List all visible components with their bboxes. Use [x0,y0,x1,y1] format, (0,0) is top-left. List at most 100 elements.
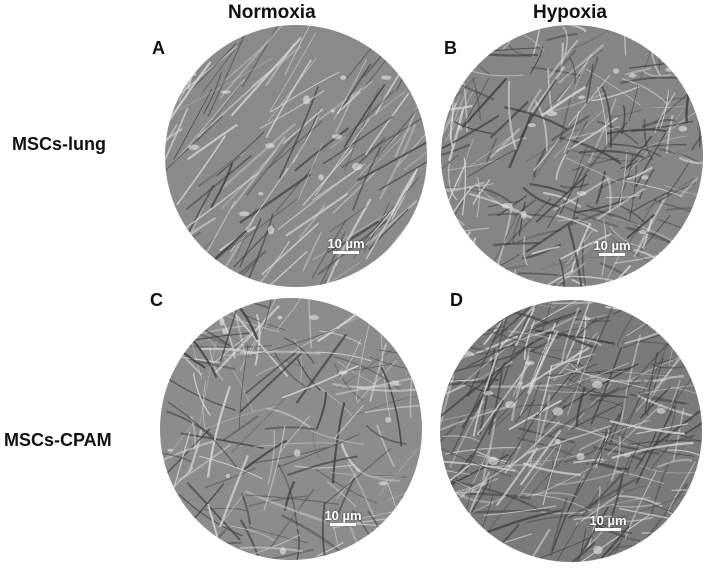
cell-fiber [259,90,325,129]
cell-fiber [267,250,308,287]
cell-fiber [564,125,620,141]
cell-fiber [337,361,377,386]
cell-fiber [583,412,622,475]
cell-fiber [477,454,520,473]
cell-fiber [571,278,595,287]
cell-fiber [531,66,580,77]
cell-fiber [239,546,303,553]
cell-fiber [441,230,472,273]
cell-fiber [648,108,684,160]
cell-fiber [187,429,203,473]
cell-fiber [441,116,454,139]
cell-fiber [275,433,360,468]
cell-fiber [365,172,417,260]
cell-fiber [347,462,375,518]
cell-fiber [450,262,491,277]
cell-fiber [450,374,490,455]
cell-body [381,75,392,80]
cell-fiber [611,370,685,379]
cell-fiber [563,110,580,153]
cell-fiber [330,91,406,149]
cell-fiber [403,151,427,171]
cell-fiber [206,336,254,413]
cell-fiber [409,377,413,418]
cell-body [505,400,516,409]
cell-body [546,111,558,116]
cell-body [330,109,335,113]
cell-fiber [658,147,703,167]
cell-fiber [440,417,463,444]
cell-fiber [487,53,538,57]
cell-fiber [488,387,528,430]
cell-fiber [381,329,392,423]
cell-fiber [334,93,354,134]
cell-fiber [646,318,702,326]
cell-fiber [230,167,289,253]
cell-fiber [324,448,391,505]
cell-fiber [519,429,562,486]
cell-body [417,328,422,334]
cell-fiber [324,198,372,287]
cell-fiber [239,298,277,371]
cell-fiber [588,399,624,407]
cell-fiber [160,440,216,463]
cell-fiber [401,495,422,518]
cell-fiber [578,150,645,159]
cell-fiber [356,474,407,478]
cell-fiber [691,37,695,66]
cell-fiber [318,220,388,275]
cell-fiber [165,237,216,287]
cell-fiber [559,182,590,189]
cell-fiber [276,462,298,527]
cell-fiber [665,106,703,134]
cell-fiber [653,374,684,383]
cell-fiber [535,173,588,223]
cell-fiber [265,42,296,87]
cell-body [667,324,676,332]
cell-fiber [249,321,269,357]
cell-fiber [244,352,297,395]
micrograph-texture [165,25,427,287]
scale-bar-c: 10 µm [313,508,373,526]
cell-fiber [642,69,672,77]
cell-fiber [405,25,427,61]
cell-fiber [173,79,245,164]
cell-fiber [467,149,517,178]
cell-fiber [440,539,470,562]
cell-fiber [452,237,477,287]
cell-fiber [508,399,562,431]
cell-fiber [186,482,241,541]
cell-fiber [355,394,420,416]
cell-fiber [552,177,609,211]
cell-fiber [321,502,327,560]
cell-fiber [534,100,548,152]
cell-fiber [508,113,533,169]
cell-fiber [339,339,362,381]
cell-fiber [265,59,312,139]
cell-fiber [334,363,364,402]
cell-fiber [269,71,340,113]
cell-fiber [555,469,626,486]
cell-fiber [637,394,695,418]
cell-fiber [491,301,536,343]
cell-fiber [197,63,280,138]
cell-fiber [518,427,575,444]
cell-fiber [640,144,687,148]
cell-fiber [568,363,598,381]
cell-fiber [557,53,593,102]
cell-fiber [625,180,683,197]
cell-fiber [571,175,586,223]
cell-fiber [239,352,303,413]
cell-fiber [667,510,702,529]
cell-fiber [219,454,249,528]
cell-fiber [250,534,301,556]
cell-fiber [239,439,288,473]
cell-fiber [399,247,427,273]
cell-fiber [529,330,557,395]
cell-body [258,192,264,196]
micrograph-d [440,300,702,562]
cell-fiber [441,143,471,156]
cell-body [552,407,564,416]
cell-fiber [283,480,296,511]
cell-fiber [326,481,357,508]
